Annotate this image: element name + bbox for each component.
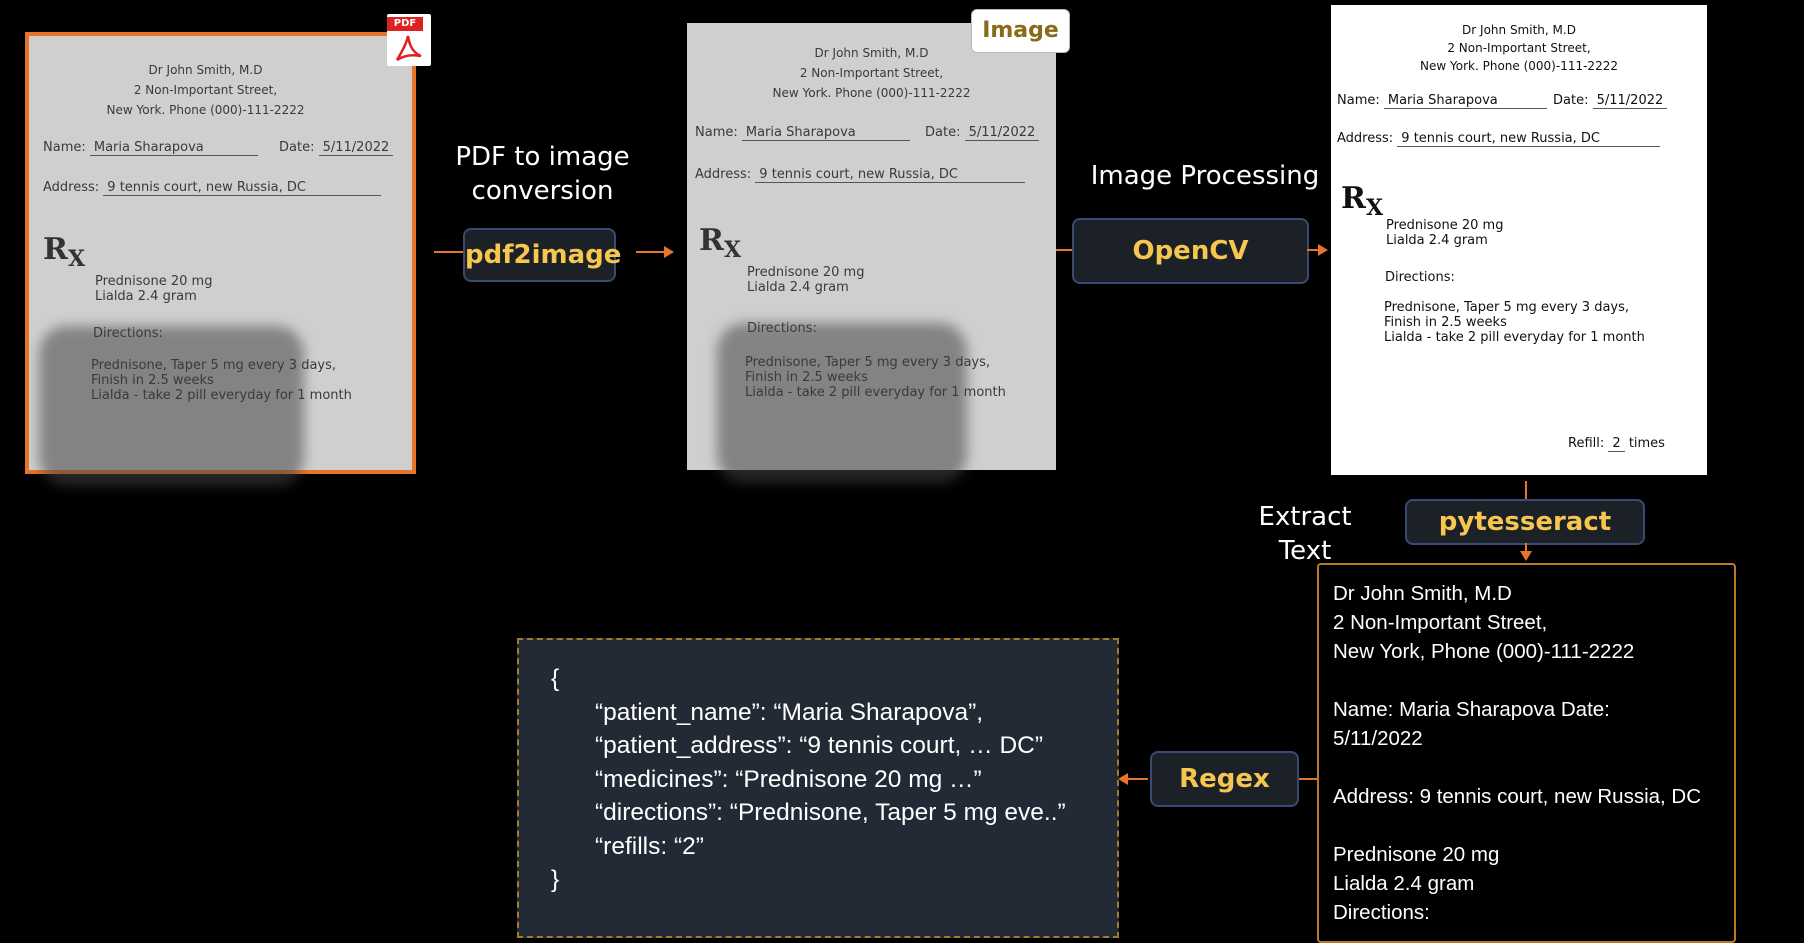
ocr-text-output: Dr John Smith, M.D 2 Non-Important Stree… <box>1317 563 1736 943</box>
doctor-header: Dr John Smith, M.D 2 Non-Important Stree… <box>772 46 971 100</box>
address-field: Address: 9 tennis court, new Russia, DC <box>1337 131 1661 147</box>
directions-label: Directions: <box>747 321 817 336</box>
pdf-conversion-label: PDF to image conversion <box>455 142 630 206</box>
image-badge: Image <box>971 9 1070 53</box>
directions-label: Directions: <box>1385 270 1455 285</box>
json-open-brace: { <box>551 665 560 692</box>
address-field: Address: 9 tennis court, new Russia, DC <box>43 180 382 196</box>
arrow-processed-to-pytesseract <box>1525 481 1527 499</box>
arrow-image-to-opencv <box>1056 249 1073 251</box>
pdf-badge: PDF <box>387 17 423 31</box>
pdf-file-icon: PDF <box>387 14 431 66</box>
directions-text: Prednisone, Taper 5 mg every 3 days, Fin… <box>1384 300 1645 345</box>
image-processing-label: Image Processing <box>1090 161 1320 191</box>
arrow-pdf2image-to-image <box>636 251 664 253</box>
opencv-button[interactable]: OpenCV <box>1072 218 1309 284</box>
arrow-opencv-to-processed <box>1307 249 1318 251</box>
rx-symbol: RX <box>1341 181 1384 221</box>
pdf2image-button[interactable]: pdf2image <box>463 228 621 282</box>
directions-text: Prednisone, Taper 5 mg every 3 days, Fin… <box>745 355 1006 400</box>
regex-button[interactable]: Regex <box>1150 751 1299 807</box>
json-output: { “patient_name”: “Maria Sharapova”, “pa… <box>517 638 1119 938</box>
date-field: Date: 5/11/2022 <box>279 140 394 156</box>
processed-image-document: Dr John Smith, M.D 2 Non-Important Stree… <box>1331 5 1707 475</box>
converted-image-document: Dr John Smith, M.D 2 Non-Important Stree… <box>687 23 1056 483</box>
name-field: Name: Maria Sharapova <box>695 125 910 141</box>
address-field: Address: 9 tennis court, new Russia, DC <box>695 167 1026 183</box>
acrobat-icon <box>395 35 422 62</box>
refill-field: Refill: 2 times <box>1568 436 1665 452</box>
original-pdf-document: Dr John Smith, M.D 2 Non-Important Stree… <box>25 32 416 486</box>
directions-text: Prednisone, Taper 5 mg every 3 days, Fin… <box>91 358 352 403</box>
document-shadow <box>39 326 304 486</box>
arrow-ocr-to-regex <box>1297 778 1317 780</box>
date-field: Date: 5/11/2022 <box>1553 93 1668 109</box>
rx-symbol: RX <box>43 232 86 272</box>
name-field: Name: Maria Sharapova <box>43 140 258 156</box>
arrow-regex-to-json <box>1128 778 1148 780</box>
date-field: Date: 5/11/2022 <box>925 125 1040 141</box>
arrow-doc-to-pdf2image <box>434 251 464 253</box>
doctor-header: Dr John Smith, M.D 2 Non-Important Stree… <box>106 63 305 117</box>
arrow-head <box>664 246 674 258</box>
document-shadow <box>717 323 967 483</box>
arrow-head <box>1318 244 1328 256</box>
directions-label: Directions: <box>93 326 163 341</box>
arrow-head <box>1520 551 1532 561</box>
json-line: “medicines”: “Prednisone 20 mg …” <box>595 765 982 793</box>
medicines-list: Prednisone 20 mg Lialda 2.4 gram <box>95 274 213 304</box>
json-line: “directions”: “Prednisone, Taper 5 mg ev… <box>595 799 1066 826</box>
medicines-list: Prednisone 20 mg Lialda 2.4 gram <box>747 265 865 295</box>
json-close-brace: } <box>551 866 560 893</box>
json-line: “patient_name”: “Maria Sharapova”, <box>595 698 984 726</box>
pytesseract-button[interactable]: pytesseract <box>1405 499 1645 545</box>
arrow-head <box>1118 773 1128 785</box>
doctor-header: Dr John Smith, M.D 2 Non-Important Stree… <box>1420 23 1618 73</box>
arrow-pytesseract-to-ocr <box>1525 543 1527 551</box>
rx-symbol: RX <box>699 223 742 263</box>
extract-text-label: Extract Text <box>1258 502 1352 566</box>
json-line: “patient_address”: “9 tennis court, … DC… <box>595 732 1043 759</box>
name-field: Name: Maria Sharapova <box>1337 93 1547 109</box>
medicines-list: Prednisone 20 mg Lialda 2.4 gram <box>1386 218 1504 248</box>
json-line: “refills: “2” <box>595 832 704 860</box>
